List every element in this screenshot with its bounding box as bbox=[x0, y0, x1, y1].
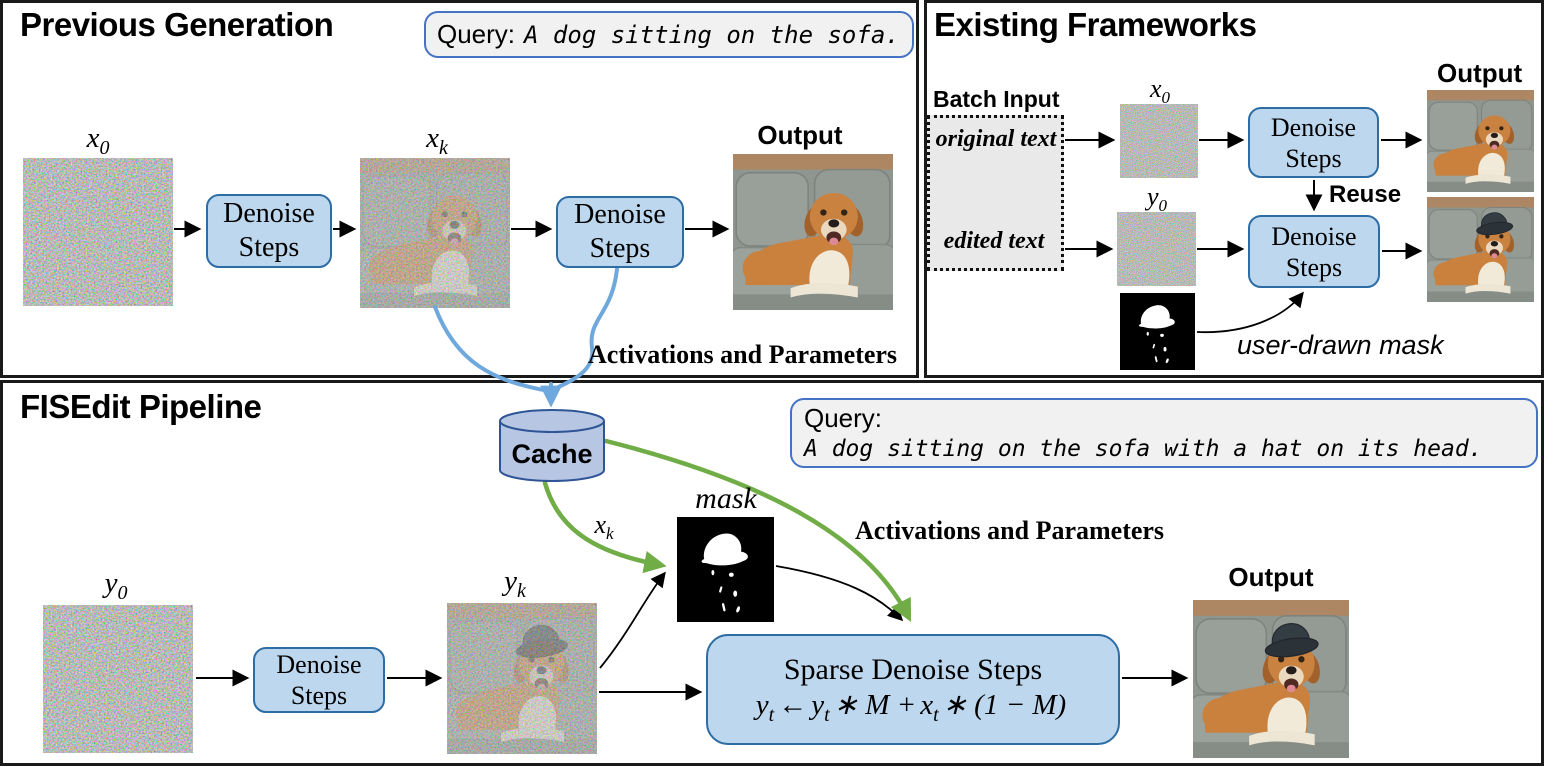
output-dog-hat-image-fisedit bbox=[1193, 600, 1349, 758]
user-drawn-mask-label: user-drawn mask bbox=[1237, 330, 1444, 360]
x0-noise-image-existing bbox=[1120, 104, 1198, 178]
user-drawn-mask-image bbox=[1120, 293, 1195, 370]
output-label-existing: Output bbox=[1437, 58, 1523, 88]
denoise-line2: Steps bbox=[589, 233, 651, 264]
query-text: A dog sitting on the sofa with a hat on … bbox=[804, 436, 1483, 462]
denoise-steps-box-1: Denoise Steps bbox=[206, 194, 332, 268]
yk-partial-image bbox=[447, 603, 597, 754]
x0-label: x0 bbox=[86, 122, 110, 159]
denoise-steps-box-2: Denoise Steps bbox=[556, 196, 684, 268]
query-label: Query: bbox=[804, 403, 883, 433]
query-box-fisedit: Query: A dog sitting on the sofa with a … bbox=[790, 398, 1538, 468]
reuse-label: Reuse bbox=[1329, 181, 1402, 208]
denoise-steps-box-existing-top: Denoise Steps bbox=[1248, 107, 1379, 178]
activations-label-previous: Activations and Parameters bbox=[588, 340, 898, 369]
denoise-line2: Steps bbox=[1285, 143, 1342, 173]
query-text: A dog sitting on the sofa. bbox=[524, 20, 900, 49]
y0-label-existing: y0 bbox=[1146, 182, 1168, 216]
denoise-line2: Steps bbox=[290, 681, 348, 710]
output-label-previous: Output bbox=[757, 120, 843, 150]
sparse-denoise-steps-box: Sparse Denoise Steps yt←yt∗ M +xt∗ (1 − … bbox=[706, 634, 1120, 745]
denoise-line2: Steps bbox=[1285, 252, 1343, 282]
sparse-denoise-title: Sparse Denoise Steps bbox=[783, 652, 1043, 686]
batch-input-box bbox=[927, 115, 1064, 271]
xk-label-cache-arrow: xk bbox=[594, 510, 614, 544]
xk-partial-image bbox=[360, 158, 510, 308]
activations-label-fisedit: Activations and Parameters bbox=[855, 516, 1165, 545]
cache-label: Cache bbox=[511, 439, 593, 469]
x0-noise-image bbox=[23, 158, 173, 306]
x0-label-existing: x0 bbox=[1149, 74, 1171, 108]
denoise-steps-box-existing-bottom: Denoise Steps bbox=[1248, 215, 1380, 288]
denoise-line2: Steps bbox=[238, 232, 300, 263]
batch-input-label: Batch Input bbox=[933, 86, 1060, 112]
denoise-line1: Denoise bbox=[276, 650, 362, 679]
output-dog-image bbox=[733, 154, 893, 310]
original-text-label: original text bbox=[935, 126, 1057, 152]
output-label-fisedit: Output bbox=[1228, 562, 1314, 592]
y0-noise-image-existing bbox=[1117, 212, 1196, 286]
existing-frameworks-title: Existing Frameworks bbox=[934, 6, 1257, 43]
query-box-previous: Query: A dog sitting on the sofa. bbox=[424, 11, 914, 58]
y0-noise-image-fisedit bbox=[43, 605, 193, 753]
output-dog-image-existing bbox=[1427, 90, 1534, 192]
yk-label-fisedit: yk bbox=[504, 565, 526, 602]
previous-generation-title: Previous Generation bbox=[20, 6, 334, 43]
denoise-steps-box-fisedit: Denoise Steps bbox=[253, 647, 385, 713]
denoise-line1: Denoise bbox=[223, 198, 315, 229]
denoise-line1: Denoise bbox=[574, 199, 666, 230]
mask-image-fisedit bbox=[677, 517, 774, 622]
fisedit-pipeline-title: FISEdit Pipeline bbox=[20, 388, 262, 425]
query-label: Query: bbox=[437, 19, 516, 49]
sparse-formula: yt←yt∗ M +xt∗ (1 − M) bbox=[755, 688, 1067, 726]
denoise-line1: Denoise bbox=[1271, 221, 1357, 251]
y0-label-fisedit: y0 bbox=[104, 567, 128, 604]
denoise-line1: Denoise bbox=[1270, 112, 1357, 142]
output-dog-hat-image-existing bbox=[1427, 197, 1534, 302]
edited-text-label: edited text bbox=[943, 228, 1045, 254]
mask-label: mask bbox=[695, 482, 757, 515]
xk-label: xk bbox=[426, 122, 448, 159]
